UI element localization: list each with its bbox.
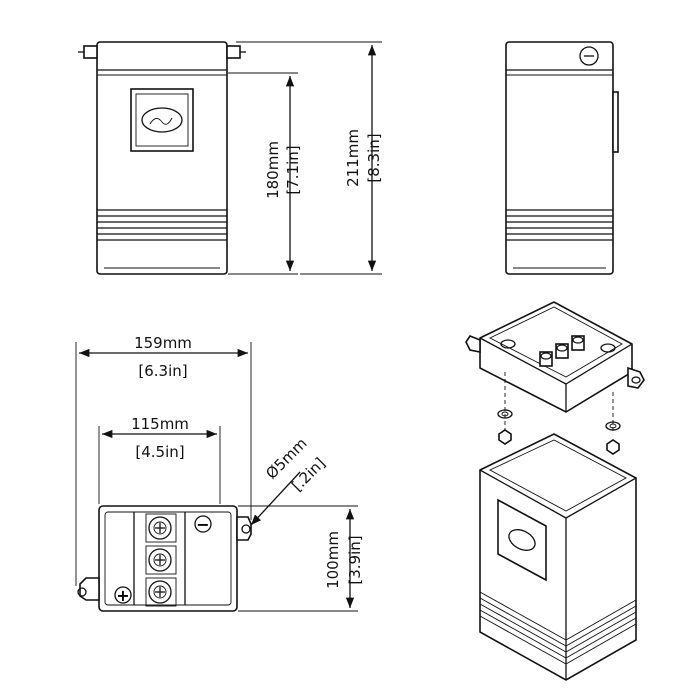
isometric-view [465, 301, 645, 681]
plus-cap [114, 586, 132, 604]
front-view-body [96, 41, 228, 275]
top-view: − + [77, 505, 252, 612]
iso-lid [465, 301, 645, 413]
dim-100-imperial: [3.9in] [346, 535, 364, 584]
dim-159-imperial: [6.3in] [138, 362, 187, 380]
side-minus-cap [579, 46, 599, 66]
minus-cap [194, 515, 212, 533]
right-mount-tab [236, 516, 252, 541]
dim-159-metric: 159mm [134, 334, 192, 352]
right-terminal-post [226, 45, 241, 59]
iso-plus-cap [500, 339, 516, 349]
left-mount-hole [77, 587, 87, 597]
dim-overall-width: 159mm [6.3in] [75, 334, 252, 586]
dim-body-height: 180mm [7.1in] [228, 72, 302, 275]
dim-100-metric: 100mm [324, 531, 342, 589]
terminal-2 [145, 545, 177, 575]
dim-211-imperial: [8.3in] [365, 133, 383, 182]
iso-minus-cap [600, 343, 616, 353]
dim-180-imperial: [7.1in] [284, 145, 302, 194]
terminal-3 [145, 577, 177, 607]
dim-hole-diameter: Ø5mm [.2in] [250, 434, 329, 526]
logo-oval [141, 107, 183, 133]
dim-overall-height: 211mm [8.3in] [236, 41, 383, 275]
front-ribs [97, 209, 227, 241]
minus-symbol: − [196, 515, 209, 534]
dim-180-metric: 180mm [264, 141, 282, 199]
plus-symbol: + [116, 586, 129, 605]
dim-211-metric: 211mm [344, 129, 362, 187]
dim-115-metric: 115mm [131, 415, 189, 433]
iso-logo-plate [497, 498, 547, 582]
dim-depth: 100mm [3.9in] [238, 505, 364, 612]
side-view [505, 41, 619, 275]
side-view-body [505, 41, 614, 275]
terminal-1 [145, 513, 177, 543]
side-ribs [506, 209, 613, 241]
left-mount-tab [79, 577, 100, 601]
dim-115-imperial: [4.5in] [135, 443, 184, 461]
dim-mount-spacing: 115mm [4.5in] [98, 415, 221, 504]
iso-hardware [497, 372, 621, 455]
logo-script [149, 117, 173, 125]
logo-plate [130, 88, 194, 152]
left-terminal-post [83, 45, 98, 59]
front-view [78, 41, 246, 275]
side-clip [612, 91, 619, 153]
iso-box [479, 433, 637, 681]
right-mount-hole [241, 524, 251, 534]
